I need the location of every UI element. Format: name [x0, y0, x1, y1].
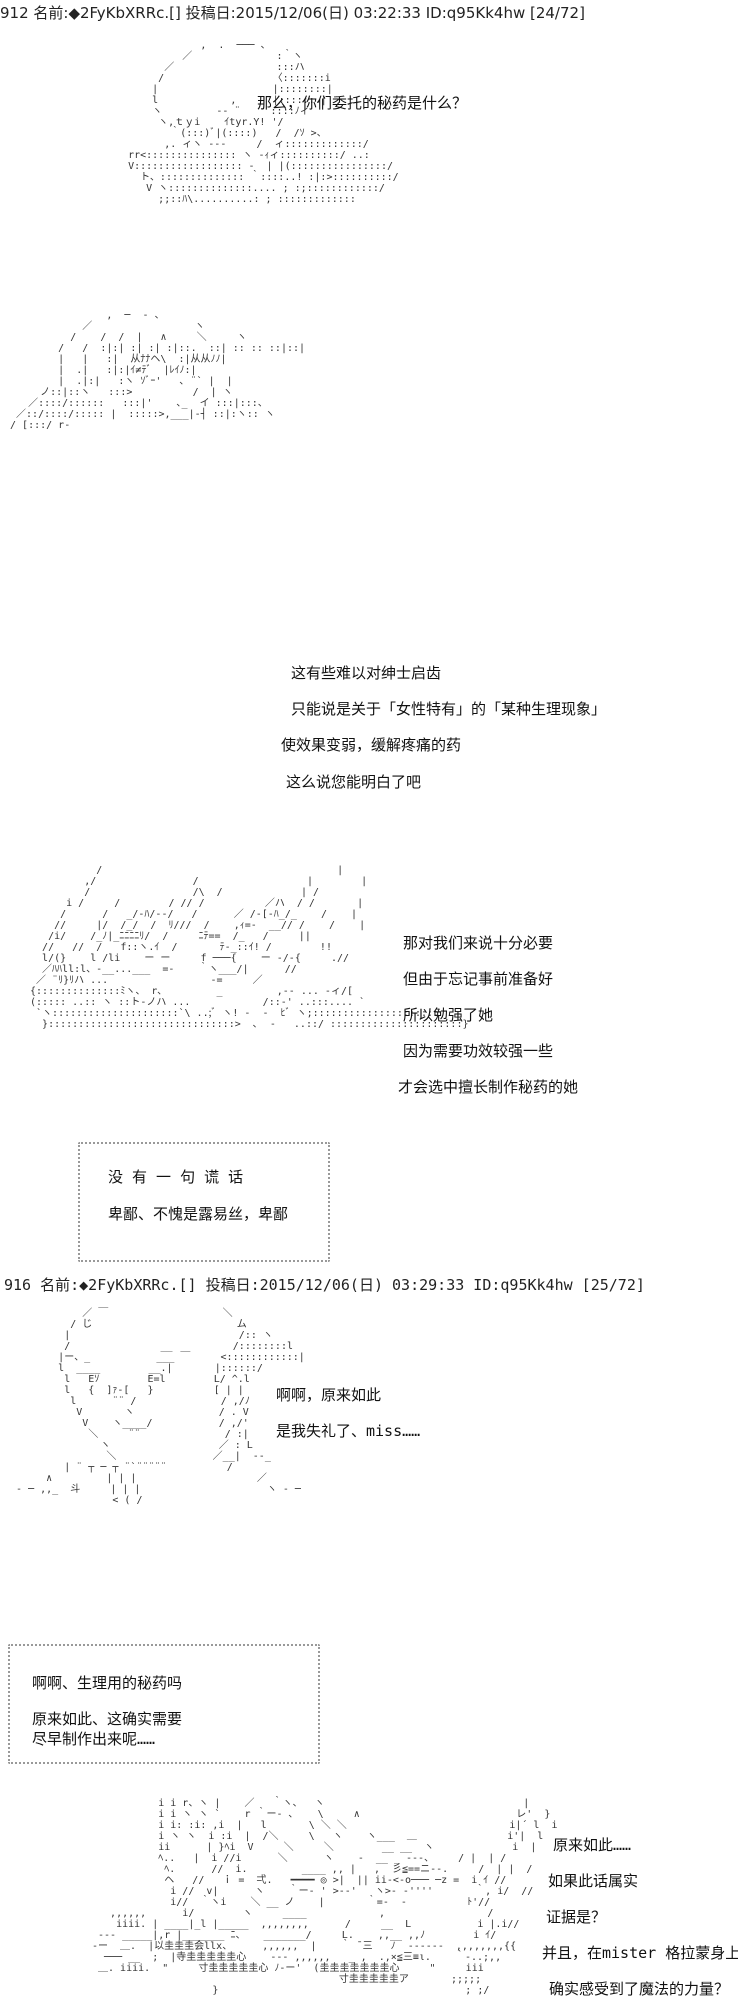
box-line: 原来如此、这确实需要 [32, 1710, 183, 1728]
dialogue-line: 那么，你们委托的秘药是什么？ [257, 94, 468, 112]
dialogue-line: 但由于忘记事前准备好 [403, 970, 554, 988]
dialogue-line: 才会选中擅长制作秘药的她 [398, 1078, 579, 1096]
ascii-art-figure: , . ─── 、 ／ :｀ヽ ／ :::ハ / 〈:::::::i | |::… [128, 40, 399, 205]
ascii-art-figure: ／ ￣ ＼ / じ ム | /:: ヽ / __ /::::::::l |ー、_… [16, 1308, 305, 1506]
dotted-border [78, 1142, 330, 1262]
dialogue-line: 是我失礼了、miss…… [276, 1422, 421, 1440]
dialogue-line: 确实感受到了魔法的力量？ [549, 1980, 730, 1998]
dialogue-line: 证据是？ [546, 1908, 607, 1926]
post-header-912: 912 名前:◆2FyKbXRRc.[] 投稿日:2015/12/06(日) 0… [0, 4, 585, 22]
dialogue-line: 所以勉强了她 [403, 1006, 494, 1024]
dialogue-line: 使效果变弱，缓解疼痛的药 [281, 736, 462, 754]
box-line: 啊啊、生理用的秘药吗 [32, 1674, 183, 1692]
dotted-border [8, 1644, 320, 1764]
dialogue-line: 并且，在mister 格拉蒙身上 [542, 1944, 738, 1962]
dialogue-line: 这么说您能明白了吧 [286, 773, 422, 791]
post-header-916: 916 名前:◆2FyKbXRRc.[] 投稿日:2015/12/06(日) 0… [4, 1276, 645, 1294]
box-line: 卑鄙、不愧是露易丝，卑鄙 [108, 1205, 289, 1223]
box-line: 尽早制作出来呢…… [32, 1730, 156, 1748]
dialogue-line: 因为需要功效较强一些 [403, 1042, 554, 1060]
ascii-art-figure: / | ,/ / | | / /\ / | / i / / / // / ／ハ … [30, 865, 469, 1030]
ascii-art-figure: i i r、ヽ | ／ ｀ヽ、 ヽ | i i ヽ ヽ ` r ｀ー‐ ､ \ … [92, 1798, 558, 1996]
box-line: 没 有 一 句 谎 话 [108, 1168, 244, 1186]
dialogue-line: 啊啊，原来如此 [276, 1386, 382, 1404]
dialogue-line: 如果此话属实 [548, 1872, 639, 1890]
dialogue-line: 这有些难以对绅士启齿 [291, 664, 442, 682]
narration-box: 啊啊、生理用的秘药吗 原来如此、这确实需要 尽早制作出来呢…… [8, 1644, 320, 1764]
narration-box: 没 有 一 句 谎 话 卑鄙、不愧是露易丝，卑鄙 [78, 1142, 330, 1262]
dialogue-line: 那对我们来说十分必要 [403, 934, 554, 952]
ascii-art-figure: , ─ - 、 ／ ヽ / / / | ∧ ＼ ヽ / / :|:| :| :|… [4, 310, 738, 1997]
dialogue-line: 只能说是关于「女性特有」的「某种生理现象」 [291, 700, 607, 718]
dialogue-line: 原来如此…… [553, 1836, 632, 1854]
